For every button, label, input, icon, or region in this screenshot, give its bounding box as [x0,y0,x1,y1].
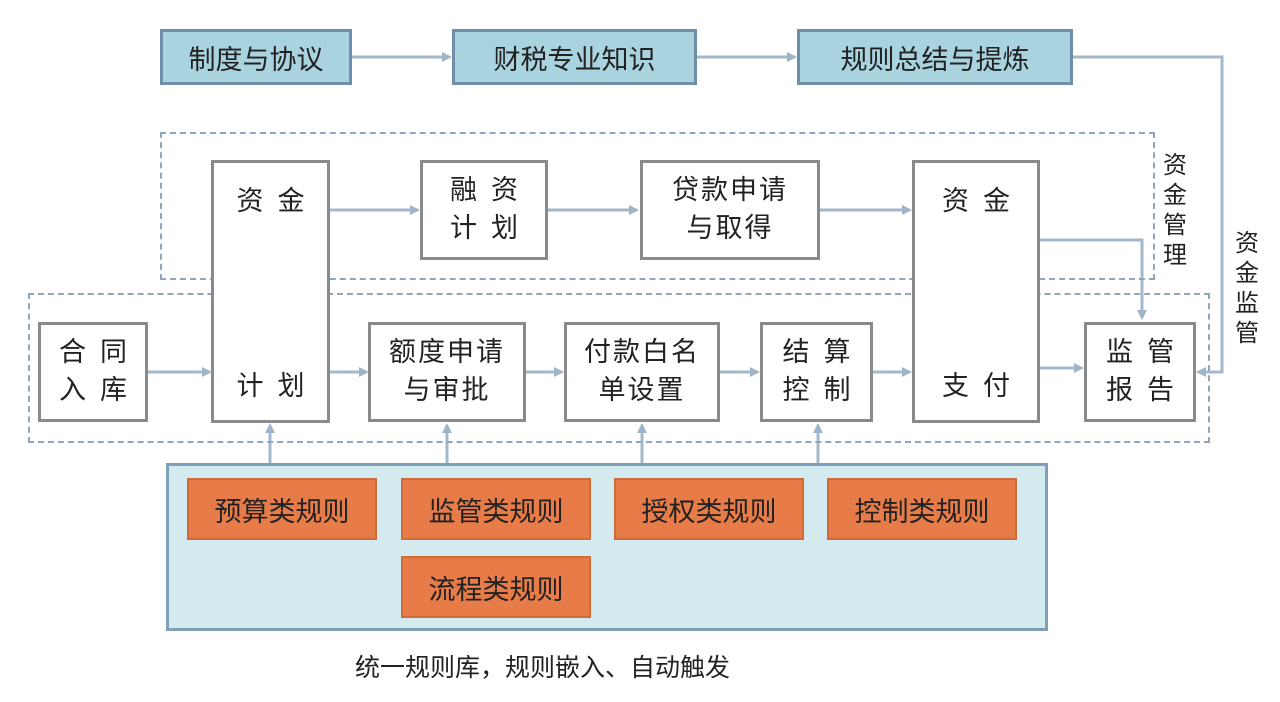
quota-line-2: 与审批 [403,375,491,406]
arrow-supervision [1073,55,1224,377]
top-box-finance-tax: 财税专业知识 [452,29,697,85]
top-box-policy: 制度与协议 [160,29,352,85]
loan-line-1: 贷款申请 [672,175,788,206]
contract-line-1: 合同 [59,337,141,368]
supervision-report-box: 监管 报告 [1084,322,1196,422]
quota-approval-box: 额度申请 与审批 [368,322,526,422]
rule-control: 控制类规则 [827,478,1017,540]
fund-plan-top: 资金 [236,186,319,217]
loan-application-box: 贷款申请 与取得 [640,160,820,260]
quota-line-1: 额度申请 [389,337,505,368]
fund-supervision-label: 资金监管 [1235,229,1259,347]
top-box-rules-summary: 规则总结与提炼 [797,29,1073,85]
settlement-control-box: 结算 控制 [760,322,873,422]
settlement-line-2: 控制 [782,375,865,406]
fund-management-region [160,132,1155,280]
contract-storage-box: 合同 入库 [38,322,148,422]
whitelist-line-1: 付款白名 [584,337,700,368]
report-line-1: 监管 [1106,337,1188,368]
contract-line-2: 入库 [59,375,141,406]
fund-plan-box: 资金 计划 [211,160,330,423]
loan-line-2: 与取得 [686,213,774,244]
financing-plan-box: 融资 计划 [420,160,548,260]
whitelist-line-2: 单设置 [598,375,686,406]
fund-management-label: 资金管理 [1163,151,1187,269]
fund-pay-bottom: 支付 [942,371,1024,402]
fund-plan-bottom: 计划 [236,371,319,402]
arrow-pay-report [1040,238,1147,320]
rule-process: 流程类规则 [401,556,591,618]
financing-line-2: 计划 [450,213,532,244]
settlement-line-1: 结算 [782,337,865,368]
rule-authorization: 授权类规则 [614,478,804,540]
rule-supervision: 监管类规则 [401,478,591,540]
financing-line-1: 融资 [450,175,532,206]
rule-library-caption: 统一规则库，规则嵌入、自动触发 [355,653,731,682]
rule-budget: 预算类规则 [187,478,377,540]
payment-whitelist-box: 付款白名 单设置 [564,322,720,422]
report-line-2: 报告 [1106,375,1188,406]
fund-payment-box: 资金 支付 [912,160,1040,423]
fund-pay-top: 资金 [942,186,1024,217]
process-region [28,293,1210,443]
